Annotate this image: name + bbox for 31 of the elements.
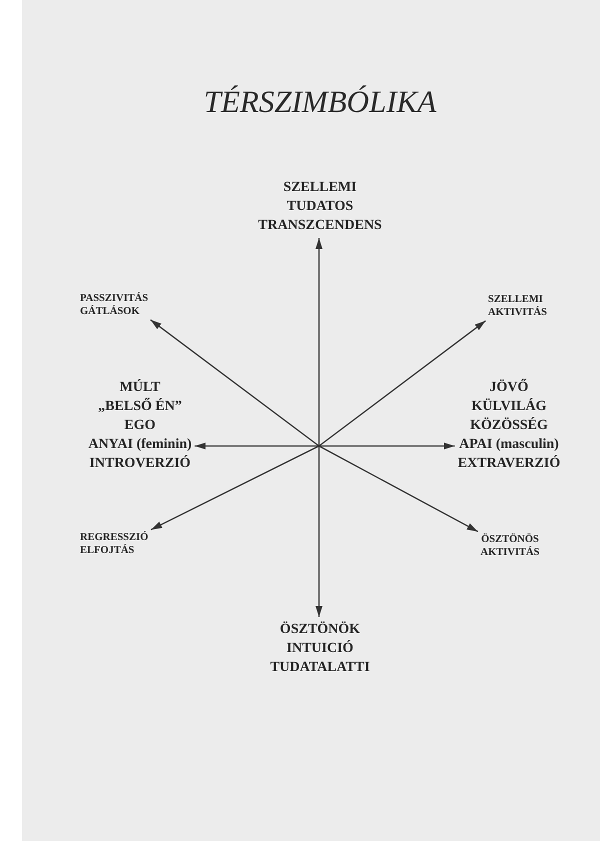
arrow	[316, 238, 322, 446]
concept-label: TUDATOS	[286, 198, 354, 216]
concept-label: KÖZÖSSÉG	[470, 416, 548, 435]
concept-label: INTROVERZIÓ	[89, 454, 191, 473]
concept-label: EXTRAVERZIÓ	[458, 454, 560, 473]
concept-label: ÖSZTÖNÖS AKTIVITÁS	[480, 533, 540, 559]
concept-label: ELFOJTÁS	[80, 544, 134, 557]
concept-label: APAI (masculin)	[459, 436, 559, 454]
concept-label: GÁTLÁSOK	[80, 305, 140, 318]
concept-label: EGO	[124, 417, 156, 435]
concept-label: INTUICIÓ	[286, 639, 354, 658]
concept-label: ÖSZTÖNÖK	[280, 620, 360, 639]
concept-label: MÚLT	[120, 378, 160, 397]
arrow	[150, 445, 320, 530]
arrow	[194, 442, 319, 450]
concept-label: SZELLEMI	[283, 179, 357, 197]
arrow	[150, 319, 320, 447]
concept-label: KÜLVILÁG	[472, 397, 546, 416]
concept-label: TUDATALATTI	[270, 659, 370, 677]
arrow	[319, 442, 455, 450]
arrow	[318, 320, 486, 447]
arrow	[318, 445, 478, 532]
title: TÉRSZIMBÓLIKA	[204, 84, 436, 120]
concept-label: ANYAI (feminin)	[88, 436, 192, 454]
concept-label: TRANSZCENDENS	[258, 217, 382, 235]
concept-label: „BELSŐ ÉN”	[98, 397, 182, 416]
concept-label: SZELLEMI AKTIVITÁS	[488, 293, 547, 319]
concept-label: REGRESSZIÓ	[80, 531, 148, 544]
concept-label: PASSZIVITÁS	[80, 292, 148, 305]
arrow	[316, 446, 322, 617]
concept-label: JÖVŐ	[490, 378, 528, 397]
